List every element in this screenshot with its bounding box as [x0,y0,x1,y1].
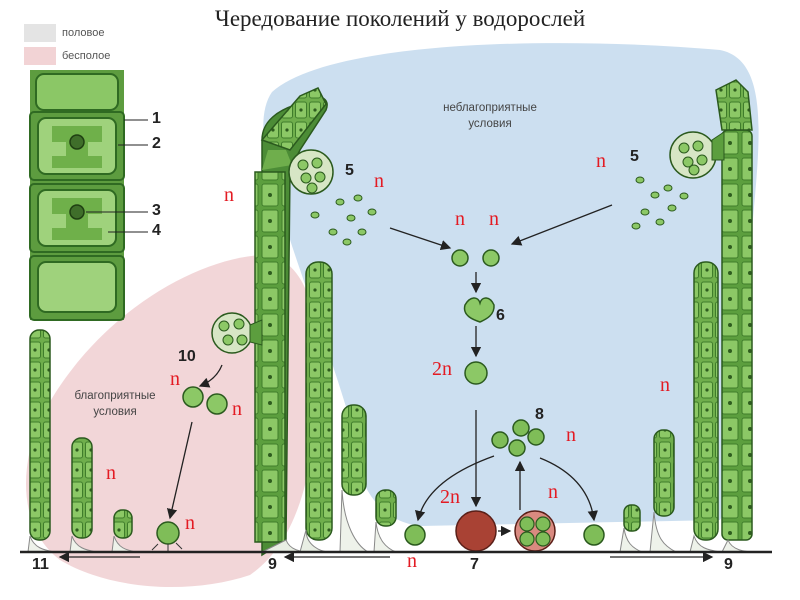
zoospore-2 [206,393,228,415]
arrows [58,204,714,563]
inset-label-3: 3 [152,202,161,219]
filament-left-3 [339,404,370,553]
label-favorable-conditions: благоприятные условия [74,390,156,418]
stage-number-8: 8 [535,406,544,423]
stage-number-5-right: 5 [630,148,639,165]
spore-right [583,524,605,546]
gametes-right [631,176,689,230]
stage-number-6: 6 [496,307,505,324]
ploidy-2n: 2n [440,486,460,508]
stage-number-10: 10 [178,348,196,365]
stage-number-11: 11 [32,556,49,573]
ploidy-n: n [106,462,116,484]
legend-label-asexual: бесполое [62,50,111,62]
ploidy-n: n [224,184,234,206]
resting-zygote [455,510,497,552]
spore-left [404,524,426,546]
ploidy-n: n [548,481,558,503]
inset-filament [29,70,148,321]
ploidy-n: n [566,424,576,446]
zygote-2n [464,361,488,385]
legend-label-sexual: половое [62,27,105,39]
filament-right-2 [689,261,721,553]
stage-number-7: 7 [470,556,479,573]
ploidy-2n: 2n [432,358,452,380]
ploidy-n: n [455,208,465,230]
inset-label-1: 1 [152,110,161,127]
filament-left-4 [373,489,397,553]
ploidy-n: n [660,374,670,396]
filament-left-2 [299,261,333,553]
filament-right-main [669,79,757,553]
ploidy-n: n [232,398,242,420]
ploidy-n: n [489,208,499,230]
inset-label-2: 2 [152,135,161,152]
zoospore-1 [182,386,204,408]
sexual-zone [263,43,759,526]
gametes-left [310,194,377,246]
legend-swatch-asexual [24,47,56,65]
filament-far-left [27,329,183,553]
legend-swatch-sexual [24,24,56,42]
zygote-forming [463,297,495,323]
stage-number-9-left: 9 [268,556,277,573]
meiospores [491,419,545,457]
ploidy-n: n [374,170,384,192]
gamete-fusing-left [451,249,469,267]
filament-right-3 [649,429,677,553]
ploidy-n: n [596,150,606,172]
gamete-fusing-right [482,249,500,267]
label-unfavorable-conditions: неблагоприятные условия [443,102,537,130]
ploidy-n: n [170,368,180,390]
filament-right-4 [619,504,643,553]
page-title: Чередование поколений у водорослей [214,6,586,31]
germinating-zygote [514,510,556,552]
ploidy-n: n [185,512,195,534]
ploidy-n: n [407,550,417,572]
stage-number-5-left: 5 [345,162,354,179]
stage-number-9-right: 9 [724,556,733,573]
inset-label-4: 4 [152,222,161,239]
filament-left-main [211,87,334,557]
